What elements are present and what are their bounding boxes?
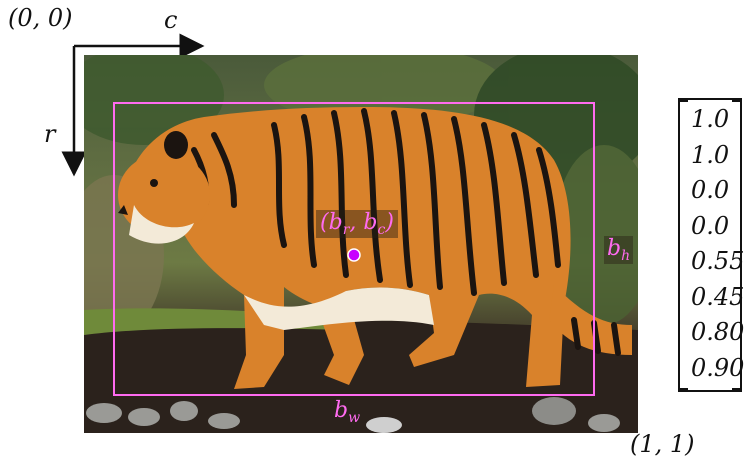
height-label: bh: [604, 236, 633, 264]
col-axis-label: c: [164, 6, 177, 34]
vector-entry: 0.0: [691, 209, 744, 245]
vector-entry: 0.0: [691, 173, 744, 209]
vector-list: 1.0 1.0 0.0 0.0 0.55 0.45 0.80 0.90: [691, 102, 744, 386]
width-label: bw: [334, 398, 360, 426]
center-label: (br, bc): [316, 210, 398, 238]
vector-entry: 0.45: [691, 280, 744, 316]
vector-entry: 0.90: [691, 351, 744, 387]
center-sep: ,: [349, 210, 363, 235]
vector-entry: 1.0: [691, 102, 744, 138]
vector-entry: 0.80: [691, 315, 744, 351]
vector-entry: 0.55: [691, 244, 744, 280]
output-vector: 1.0 1.0 0.0 0.0 0.55 0.45 0.80 0.90: [678, 98, 742, 392]
tiger-photo: [84, 55, 638, 433]
center-b-c: b: [363, 210, 377, 235]
width-sub: w: [348, 410, 360, 426]
height-sub: h: [621, 248, 630, 264]
row-axis-label: r: [44, 120, 55, 148]
center-dot: [348, 249, 360, 261]
center-b-r: b: [329, 210, 343, 235]
height-b: b: [607, 236, 621, 261]
center-open: (: [320, 210, 329, 235]
width-b: b: [334, 398, 348, 423]
center-close: ): [385, 210, 394, 235]
vector-entry: 1.0: [691, 138, 744, 174]
